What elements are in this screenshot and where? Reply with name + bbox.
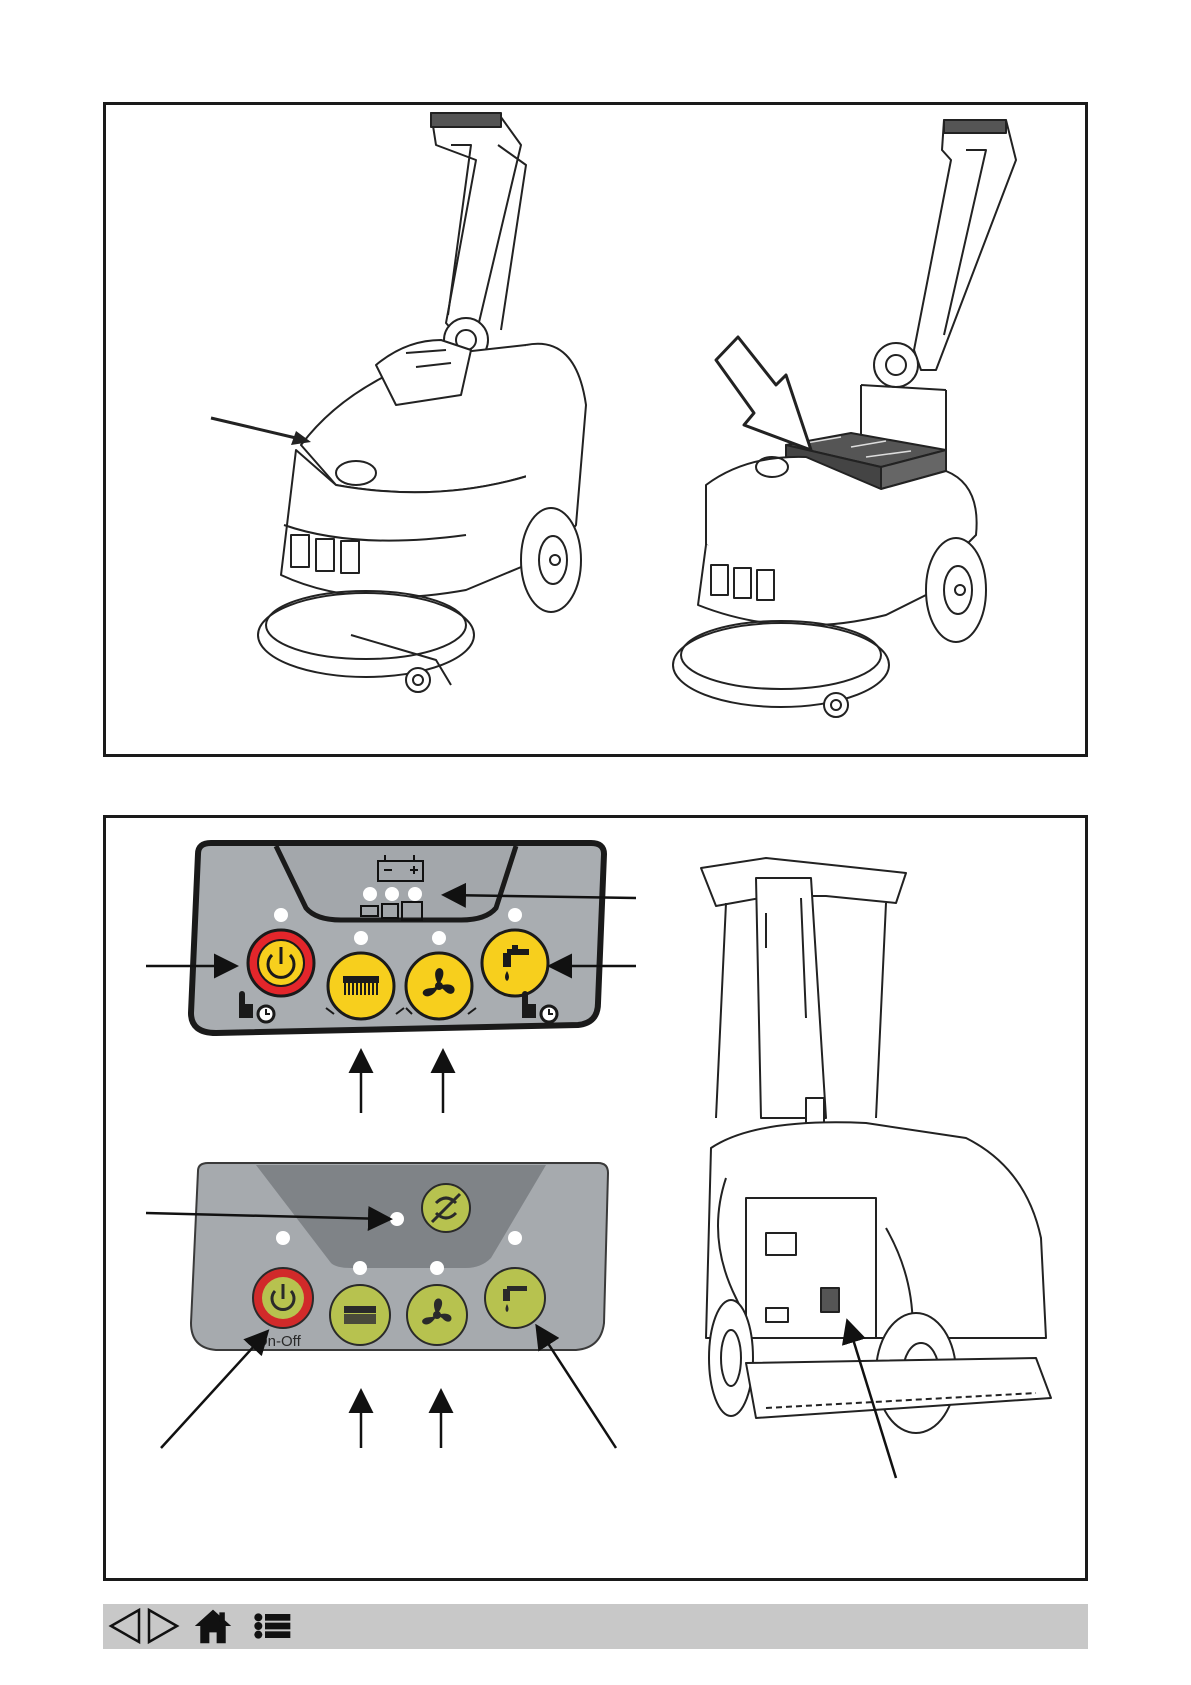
water-led [508, 908, 522, 922]
vacuum-button[interactable] [406, 953, 472, 1019]
machine-drawings-svg [106, 105, 1091, 760]
battery-led-2 [385, 887, 399, 901]
control-panel-b: On-Off [146, 1163, 616, 1448]
floor-scrubber-right-drawing [673, 120, 1016, 717]
floor-scrubber-left-drawing [258, 113, 586, 692]
control-panel-a [146, 843, 636, 1113]
next-page-icon[interactable] [143, 1606, 183, 1646]
callout-arrow-body [211, 418, 296, 438]
index-list-icon[interactable] [253, 1606, 293, 1646]
home-icon[interactable] [193, 1606, 233, 1646]
callout-hollow-arrow [716, 337, 811, 450]
vacuum-led [432, 931, 446, 945]
water-led-b [508, 1231, 522, 1245]
figure-machine-overview [103, 102, 1088, 757]
figure-control-panels: On-Off [103, 815, 1088, 1581]
vacuum-button-b[interactable] [407, 1285, 467, 1345]
power-button[interactable] [248, 930, 314, 996]
service-led [390, 1212, 404, 1226]
power-led [274, 908, 288, 922]
vacuum-led-b [430, 1261, 444, 1275]
brush-led-b [353, 1261, 367, 1275]
battery-led-3 [408, 887, 422, 901]
brush-button[interactable] [328, 953, 394, 1019]
water-button-b[interactable] [485, 1268, 545, 1328]
control-panels-svg: On-Off [106, 818, 1091, 1584]
brush-led [354, 931, 368, 945]
water-button[interactable] [482, 930, 548, 996]
navigation-bar [103, 1604, 1088, 1649]
battery-led-1 [363, 887, 377, 901]
brush-button-b[interactable] [330, 1285, 390, 1345]
brush-icon [343, 976, 379, 995]
previous-page-icon[interactable] [105, 1606, 145, 1646]
power-led-b [276, 1231, 290, 1245]
service-button[interactable] [422, 1184, 470, 1232]
power-button-b[interactable] [253, 1268, 313, 1328]
floor-scrubber-rear-drawing [701, 858, 1051, 1433]
